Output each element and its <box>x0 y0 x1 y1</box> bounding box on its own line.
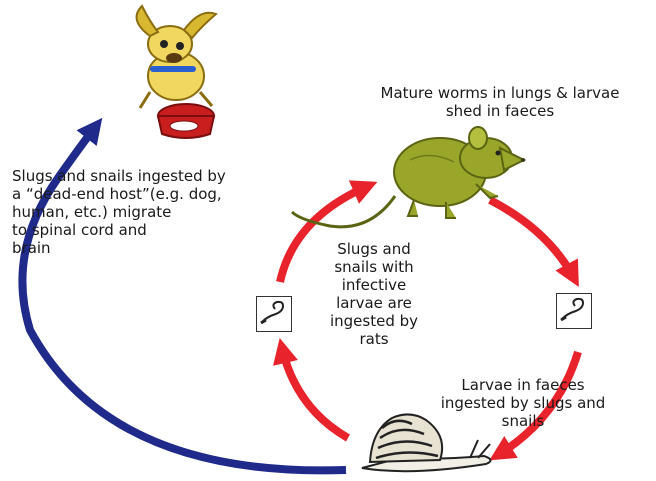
dog-icon <box>137 6 216 138</box>
larva-icon-left <box>256 296 292 332</box>
larva-icon <box>557 294 590 327</box>
arrow-snail-to-left-larva <box>282 348 348 438</box>
arrow-rat-to-right-larva <box>490 200 574 278</box>
label-rat-stage: Mature worms in lungs & larvae shed in f… <box>364 84 636 120</box>
larva-icon <box>257 297 290 330</box>
label-dead-end-host: Slugs and snails ingested by a “dead-end… <box>12 167 272 257</box>
larva-icon-right <box>556 293 592 329</box>
label-rat-ingestion: Slugs and snails with infective larvae a… <box>316 240 432 348</box>
label-snail-stage: Larvae in faeces ingested by slugs and s… <box>418 376 628 430</box>
